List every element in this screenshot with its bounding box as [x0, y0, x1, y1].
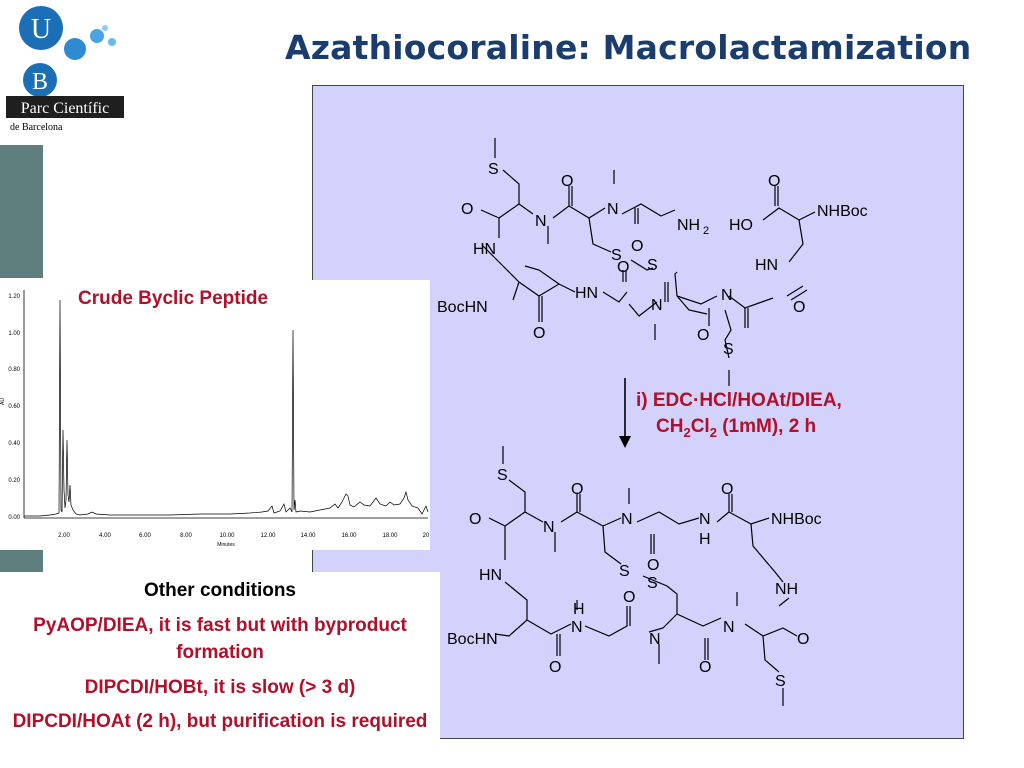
- atom-label: NHBoc: [771, 511, 822, 528]
- atom-label: N: [649, 631, 661, 648]
- y-tick-1: 1.00: [8, 331, 20, 337]
- atom-label: O: [647, 557, 659, 574]
- other-conditions-panel: Other conditions PyAOP/DIEA, it is fast …: [0, 572, 440, 768]
- atom-label: BocHN: [447, 631, 498, 648]
- y-tick-2: 0.80: [8, 367, 20, 373]
- atom-label: NHBoc: [817, 203, 868, 220]
- chromatogram-svg: 1.20 1.00 0.80 0.60 0.40 0.20 0.00 AU 2.…: [0, 290, 430, 548]
- atom-label: O: [793, 299, 805, 316]
- other-conditions-heading: Other conditions: [144, 580, 296, 601]
- atom-label: HN: [473, 241, 496, 258]
- atom-label: HN: [755, 257, 778, 274]
- chromatogram-panel: 1.20 1.00 0.80 0.60 0.40 0.20 0.00 AU 2.…: [0, 280, 430, 550]
- x-tick-1: 4.00: [99, 533, 111, 539]
- atom-label: HN: [575, 285, 598, 302]
- atom-label: O: [571, 481, 583, 498]
- logo-name-line1: Parc Científic: [21, 100, 109, 117]
- side-accent-bar: [0, 145, 43, 278]
- atom-label: S: [723, 341, 734, 358]
- y-tick-4: 0.40: [8, 441, 20, 447]
- x-tick-4: 10.00: [219, 533, 235, 539]
- x-tick-5: 12.00: [260, 533, 276, 539]
- atom-label: S: [619, 563, 630, 580]
- slide-title: Azathiocoraline: Macrolactamization: [285, 28, 972, 67]
- atom-label: N: [723, 619, 735, 636]
- x-tick-3: 8.00: [180, 533, 192, 539]
- atom-label: O: [461, 201, 473, 218]
- product-structure: [488, 446, 798, 706]
- x-axis-label: Minutes: [217, 542, 235, 548]
- y-tick-3: 0.60: [8, 404, 20, 410]
- logo-name-line2: de Barcelona: [10, 122, 63, 133]
- atom-label: N: [543, 519, 555, 536]
- atom-label: O: [561, 173, 573, 190]
- atom-label: O: [699, 659, 711, 676]
- condition-item-dipcdi-hobt: DIPCDI/HOBt, it is slow (> 3 d): [84, 677, 356, 698]
- x-tick-0: 2.00: [58, 533, 70, 539]
- atom-label: N: [535, 213, 547, 230]
- y-axis-label: AU: [0, 398, 6, 405]
- chromatogram-label: Crude Byclic Peptide: [78, 288, 269, 309]
- atom-label: N: [699, 511, 711, 528]
- atom-label: S: [497, 467, 508, 484]
- precursor-structure: [480, 138, 816, 386]
- chromatogram-trace: [24, 299, 429, 517]
- y-tick-6: 0.00: [8, 515, 20, 521]
- atom-label: S: [647, 257, 658, 274]
- x-tick-8: 18.00: [382, 533, 398, 539]
- condition-item-pyaop: PyAOP/DIEA, it is fast but with byproduc…: [33, 615, 407, 663]
- x-tick-9: 20: [423, 533, 430, 539]
- reaction-arrow: [619, 378, 631, 448]
- atom-label: O: [721, 481, 733, 498]
- atom-label: O: [768, 173, 780, 190]
- reagent-line-2: CH2Cl2 (1mM), 2 h: [656, 416, 817, 440]
- atom-label: 2: [703, 225, 709, 237]
- atom-label: O: [549, 659, 561, 676]
- atom-label: H: [699, 531, 711, 548]
- y-tick-0: 1.20: [8, 294, 20, 300]
- atom-label: O: [631, 238, 643, 255]
- reagent-line-1: i) EDC·HCl/HOAt/DIEA,: [636, 390, 842, 411]
- product-labels: S O N O N O N H O NHBoc HN S S NH H N O …: [447, 467, 822, 690]
- atom-label: O: [533, 325, 545, 342]
- y-tick-5: 0.20: [8, 478, 20, 484]
- atom-label: S: [488, 161, 499, 178]
- x-tick-2: 6.00: [139, 533, 151, 539]
- atom-label: H: [573, 601, 585, 618]
- atom-label: BocHN: [437, 299, 488, 316]
- atom-label: N: [651, 297, 663, 314]
- x-tick-7: 16.00: [341, 533, 357, 539]
- atom-label: N: [721, 287, 733, 304]
- atom-label: NH: [677, 217, 700, 234]
- atom-label: O: [797, 631, 809, 648]
- reaction-conditions: i) EDC·HCl/HOAt/DIEA, CH2Cl2 (1mM), 2 h: [636, 388, 842, 446]
- logo-letter-u: U: [31, 14, 51, 45]
- reaction-scheme-svg: S O N O N O NH 2 HN S S O O HO NHBoc HN …: [437, 138, 868, 706]
- atom-label: HO: [729, 217, 753, 234]
- atom-label: N: [607, 201, 619, 218]
- atom-label: S: [647, 575, 658, 592]
- atom-label: S: [775, 673, 786, 690]
- atom-label: O: [623, 589, 635, 606]
- atom-label: O: [697, 327, 709, 344]
- logo-letter-b: B: [32, 69, 48, 95]
- atom-label: NH: [775, 581, 798, 598]
- atom-label: O: [469, 511, 481, 528]
- x-tick-6: 14.00: [300, 533, 316, 539]
- atom-label: HN: [479, 567, 502, 584]
- parc-cientific-logo: U B Parc Científic de Barcelona: [0, 0, 130, 140]
- atom-label: S: [611, 247, 622, 264]
- side-accent-bar-lower: [0, 548, 43, 572]
- condition-item-dipcdi-hoat: DIPCDI/HOAt (2 h), but purification is r…: [12, 711, 428, 732]
- atom-label: N: [621, 511, 633, 528]
- atom-label: N: [571, 619, 583, 636]
- precursor-labels: S O N O N O NH 2 HN S S O O HO NHBoc HN …: [437, 161, 868, 358]
- atom-label: O: [617, 259, 629, 276]
